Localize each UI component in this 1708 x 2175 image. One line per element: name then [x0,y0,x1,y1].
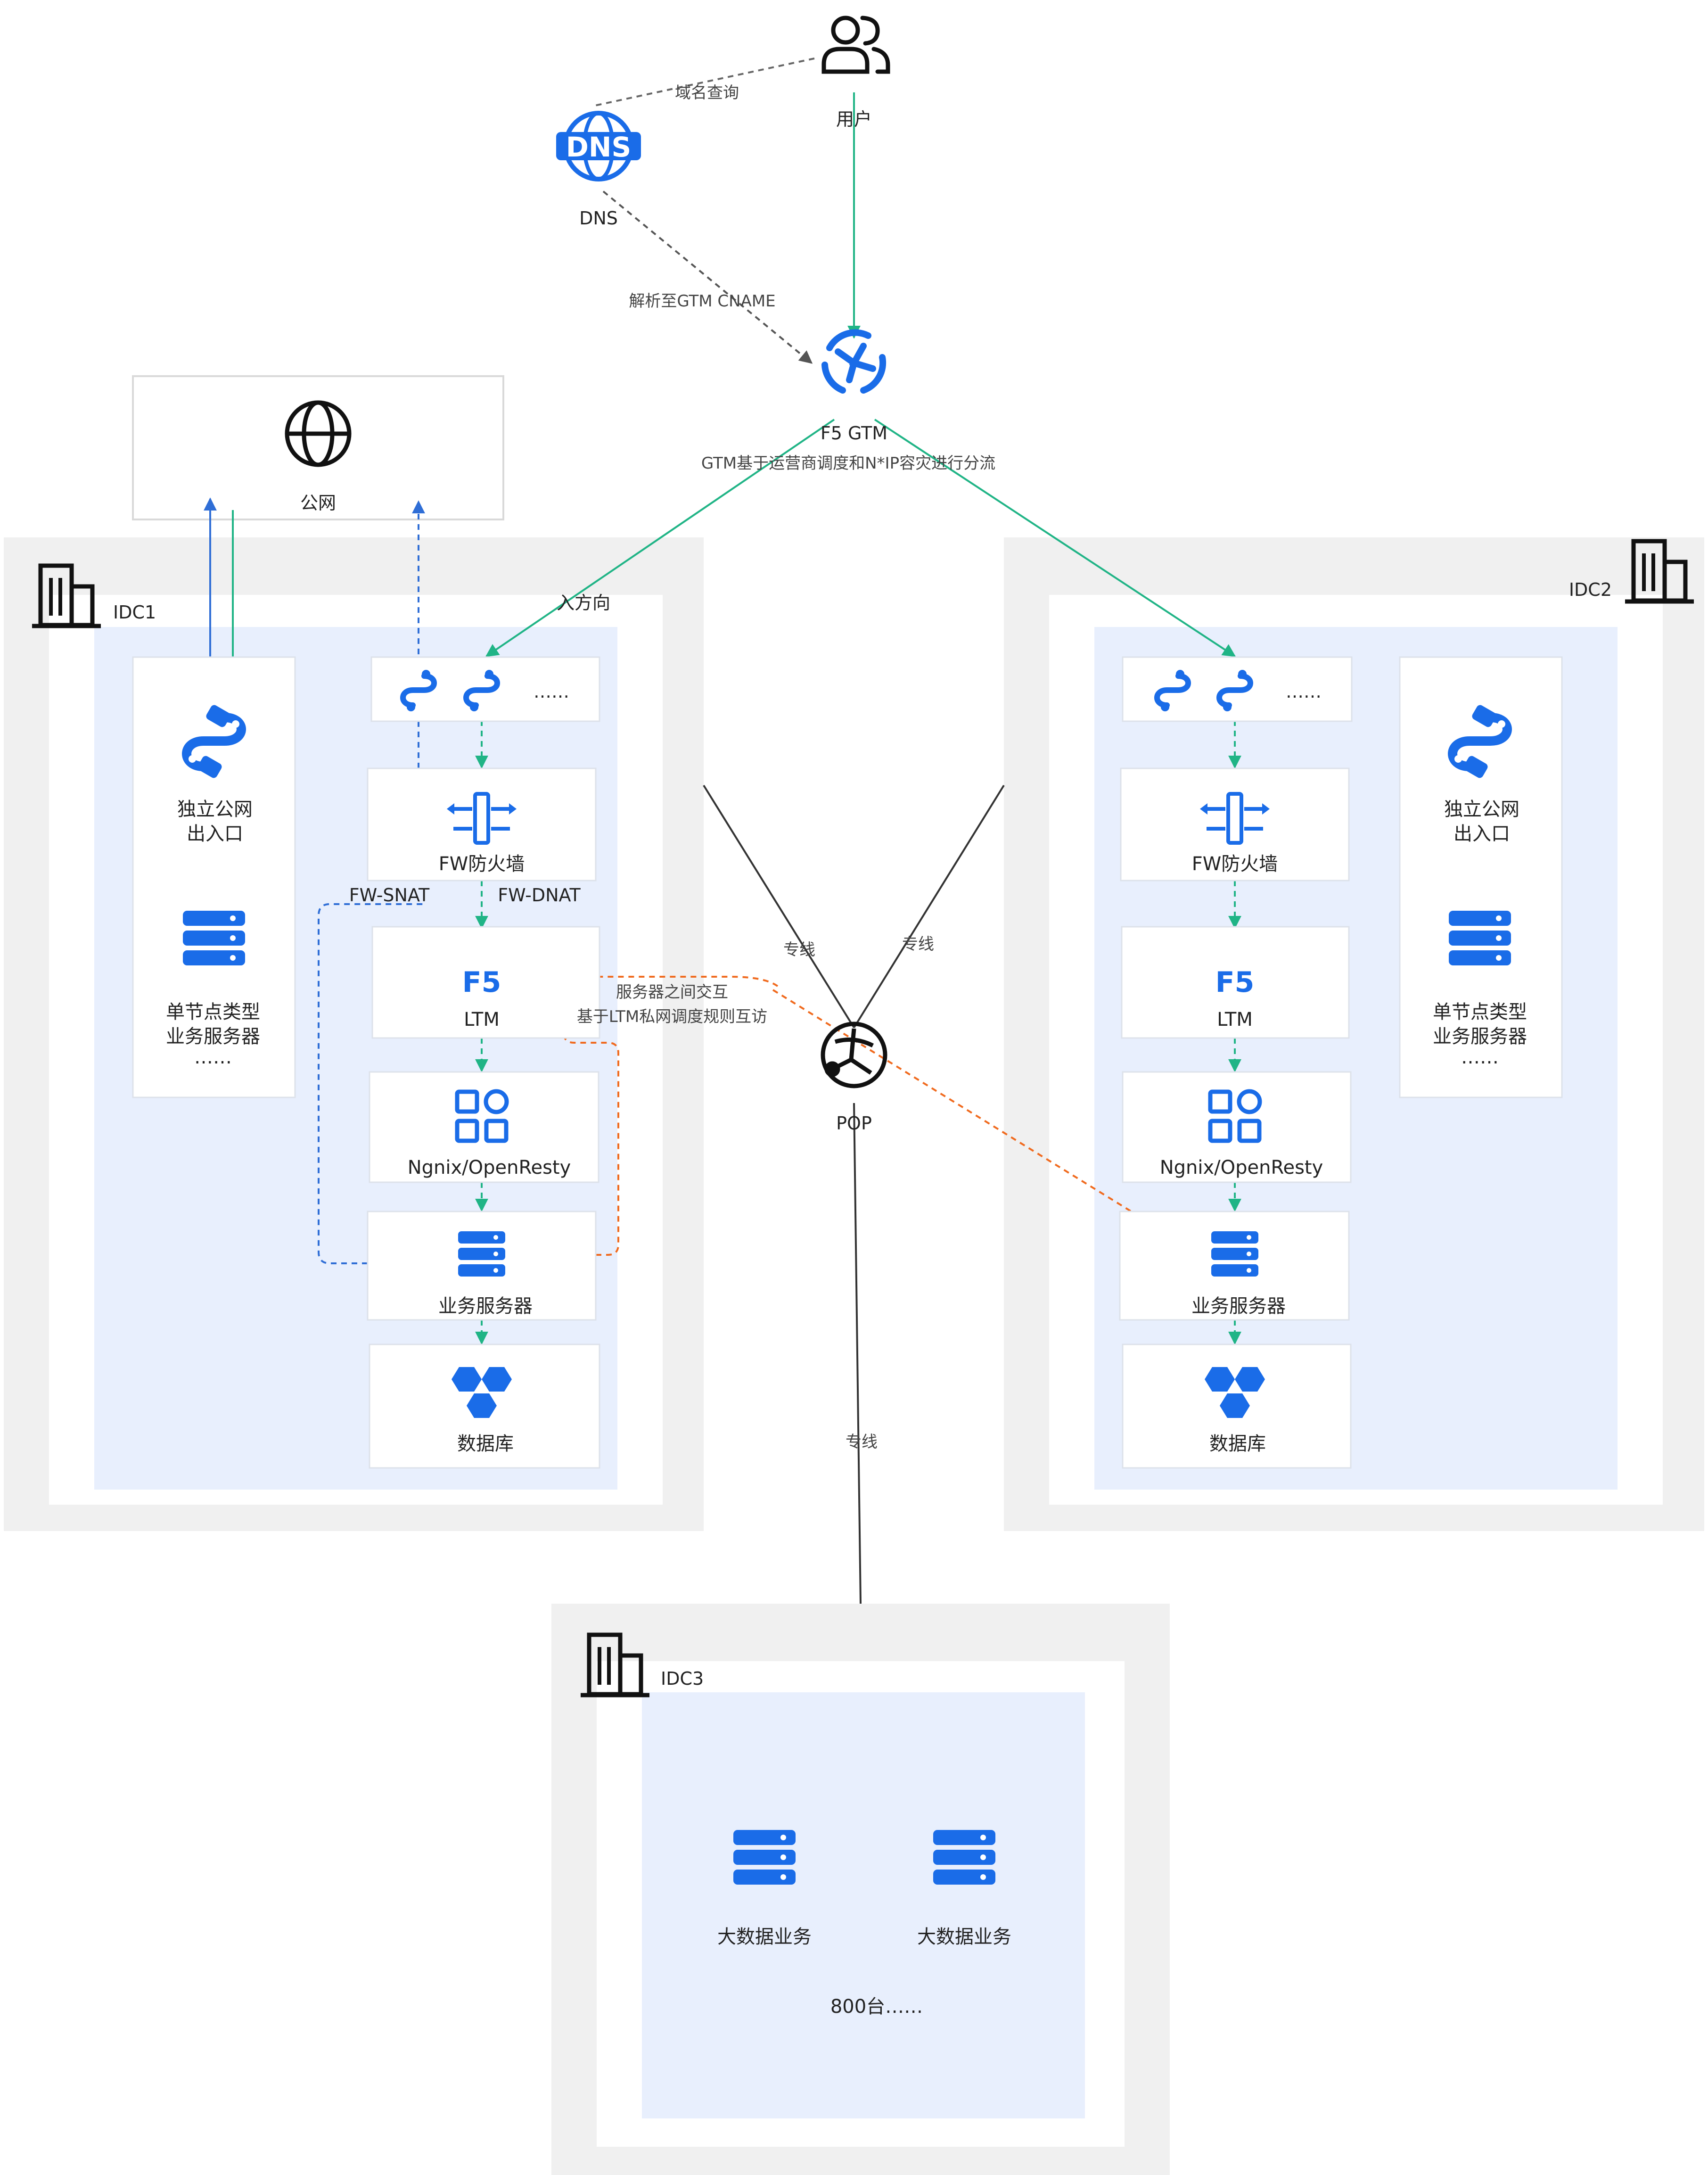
edge-label-inbound: 入方向 [557,593,610,613]
idc3-service-label-1: 大数据业务 [717,1926,812,1948]
gtm-desc: GTM基于运营商调度和N*IP容灾进行分流 [701,454,995,473]
idc2-name: IDC2 [1569,579,1612,600]
edge-label-server-interaction-2: 基于LTM私网调度规则互访 [577,1007,767,1026]
idc1-ltm-box[interactable] [371,926,600,1039]
idc1-side-panel [132,656,296,1098]
edge-pop-idc3 [853,1103,862,1604]
idc2-single-label-3: …… [1461,1046,1499,1068]
internet-box [132,375,504,520]
edge-pop-idc2 [853,784,1005,1029]
idc1-entry-label-1: 独立公网 [177,799,253,820]
idc2-firewall-box[interactable] [1120,767,1350,882]
idc2-firewall-label: FW防火墙 [1192,853,1278,875]
edge-label-domain-query: 域名查询 [675,83,739,102]
dns-label: DNS [579,208,618,229]
idc2-side-panel [1399,656,1563,1098]
globe-icon[interactable] [285,400,352,467]
idc1-link-ellipsis: …… [534,681,569,702]
edge-label-line-bottom: 专线 [846,1433,878,1451]
idc1-single-server-icon [183,911,245,965]
idc1-single-label-2: 业务服务器 [166,1026,260,1047]
idc1-entry-label-2: 出入口 [187,823,243,845]
idc2-single-label-2: 业务服务器 [1433,1026,1527,1047]
edge-gtm-idc2 [874,419,1236,657]
edge-label-server-interaction-1: 服务器之间交互 [616,983,728,1002]
gtm-label: F5 GTM [821,423,887,444]
idc2-server-label: 业务服务器 [1191,1295,1286,1317]
idc1-firewall-box[interactable] [367,767,597,882]
internet-label: 公网 [300,493,336,513]
idc2-entry-label-2: 出入口 [1453,823,1510,845]
edge-label-line-right: 专线 [902,935,934,954]
idc1-db-label: 数据库 [457,1433,514,1455]
edge-gtm-idc1 [485,419,835,657]
idc2-entry-label-1: 独立公网 [1444,799,1519,820]
gtm-icon[interactable] [821,329,887,394]
idc3-service-label-2: 大数据业务 [917,1926,1011,1948]
dns-glyph: DNS [566,131,631,163]
idc1-firewall-label: FW防火墙 [439,853,525,875]
idc3-name: IDC3 [661,1668,704,1689]
edge-label-fw-snat: FW-SNAT [349,885,430,906]
idc2-f5-label: F5 [1215,966,1255,999]
user-label: 用户 [836,109,872,130]
pop-label: POP [836,1113,872,1134]
edge-label-fw-dnat: FW-DNAT [498,885,581,906]
edge-user-dns [594,58,815,107]
idc3-server-icon-2 [933,1830,995,1885]
idc2-container [1004,537,1704,1531]
dns-icon[interactable] [556,111,641,181]
idc1-single-label-1: 单节点类型 [166,1001,260,1023]
idc2-single-label-1: 单节点类型 [1433,1001,1527,1023]
idc1-ltm-label: LTM [464,1009,500,1030]
edge-label-line-left: 专线 [783,940,815,959]
idc1-name: IDC1 [113,602,156,623]
idc2-ltm-box[interactable] [1121,926,1350,1039]
idc1-nginx-label: Ngnix/OpenResty [408,1157,571,1178]
idc2-nginx-label: Ngnix/OpenResty [1160,1157,1323,1178]
idc2-single-server-icon [1449,911,1511,965]
idc1-server-icon [458,1231,505,1277]
idc1-f5-label: F5 [462,966,501,999]
labels: 用户 DNS 域名查询 解析至GTM CNAME F5 GTM GTM基于运营商… [113,83,1612,2018]
idc1-nginx-box[interactable] [369,1071,599,1183]
idc1-server-label: 业务服务器 [438,1295,533,1317]
pop-icon[interactable] [821,1022,887,1088]
edge-inter-server-idc2 [772,989,1201,1255]
edge-dns-gtm [602,190,813,364]
edge-snat-loop [318,903,424,1264]
idc2-ltm-label: LTM [1217,1009,1253,1030]
idc2-nginx-box[interactable] [1122,1071,1352,1183]
idc1-single-label-3: …… [194,1046,232,1068]
idc2-db-label: 数据库 [1209,1433,1266,1455]
idc3-server-icon-1 [733,1830,796,1885]
user-icon[interactable] [821,16,890,74]
idc3-container [551,1604,1170,2175]
idc2-link-ellipsis: …… [1286,681,1322,702]
idc3-count-label: 800台…… [830,1996,923,2018]
edge-label-resolve: 解析至GTM CNAME [629,292,775,311]
edge-pop-idc1 [703,784,855,1029]
idc2-server-icon [1211,1231,1258,1277]
